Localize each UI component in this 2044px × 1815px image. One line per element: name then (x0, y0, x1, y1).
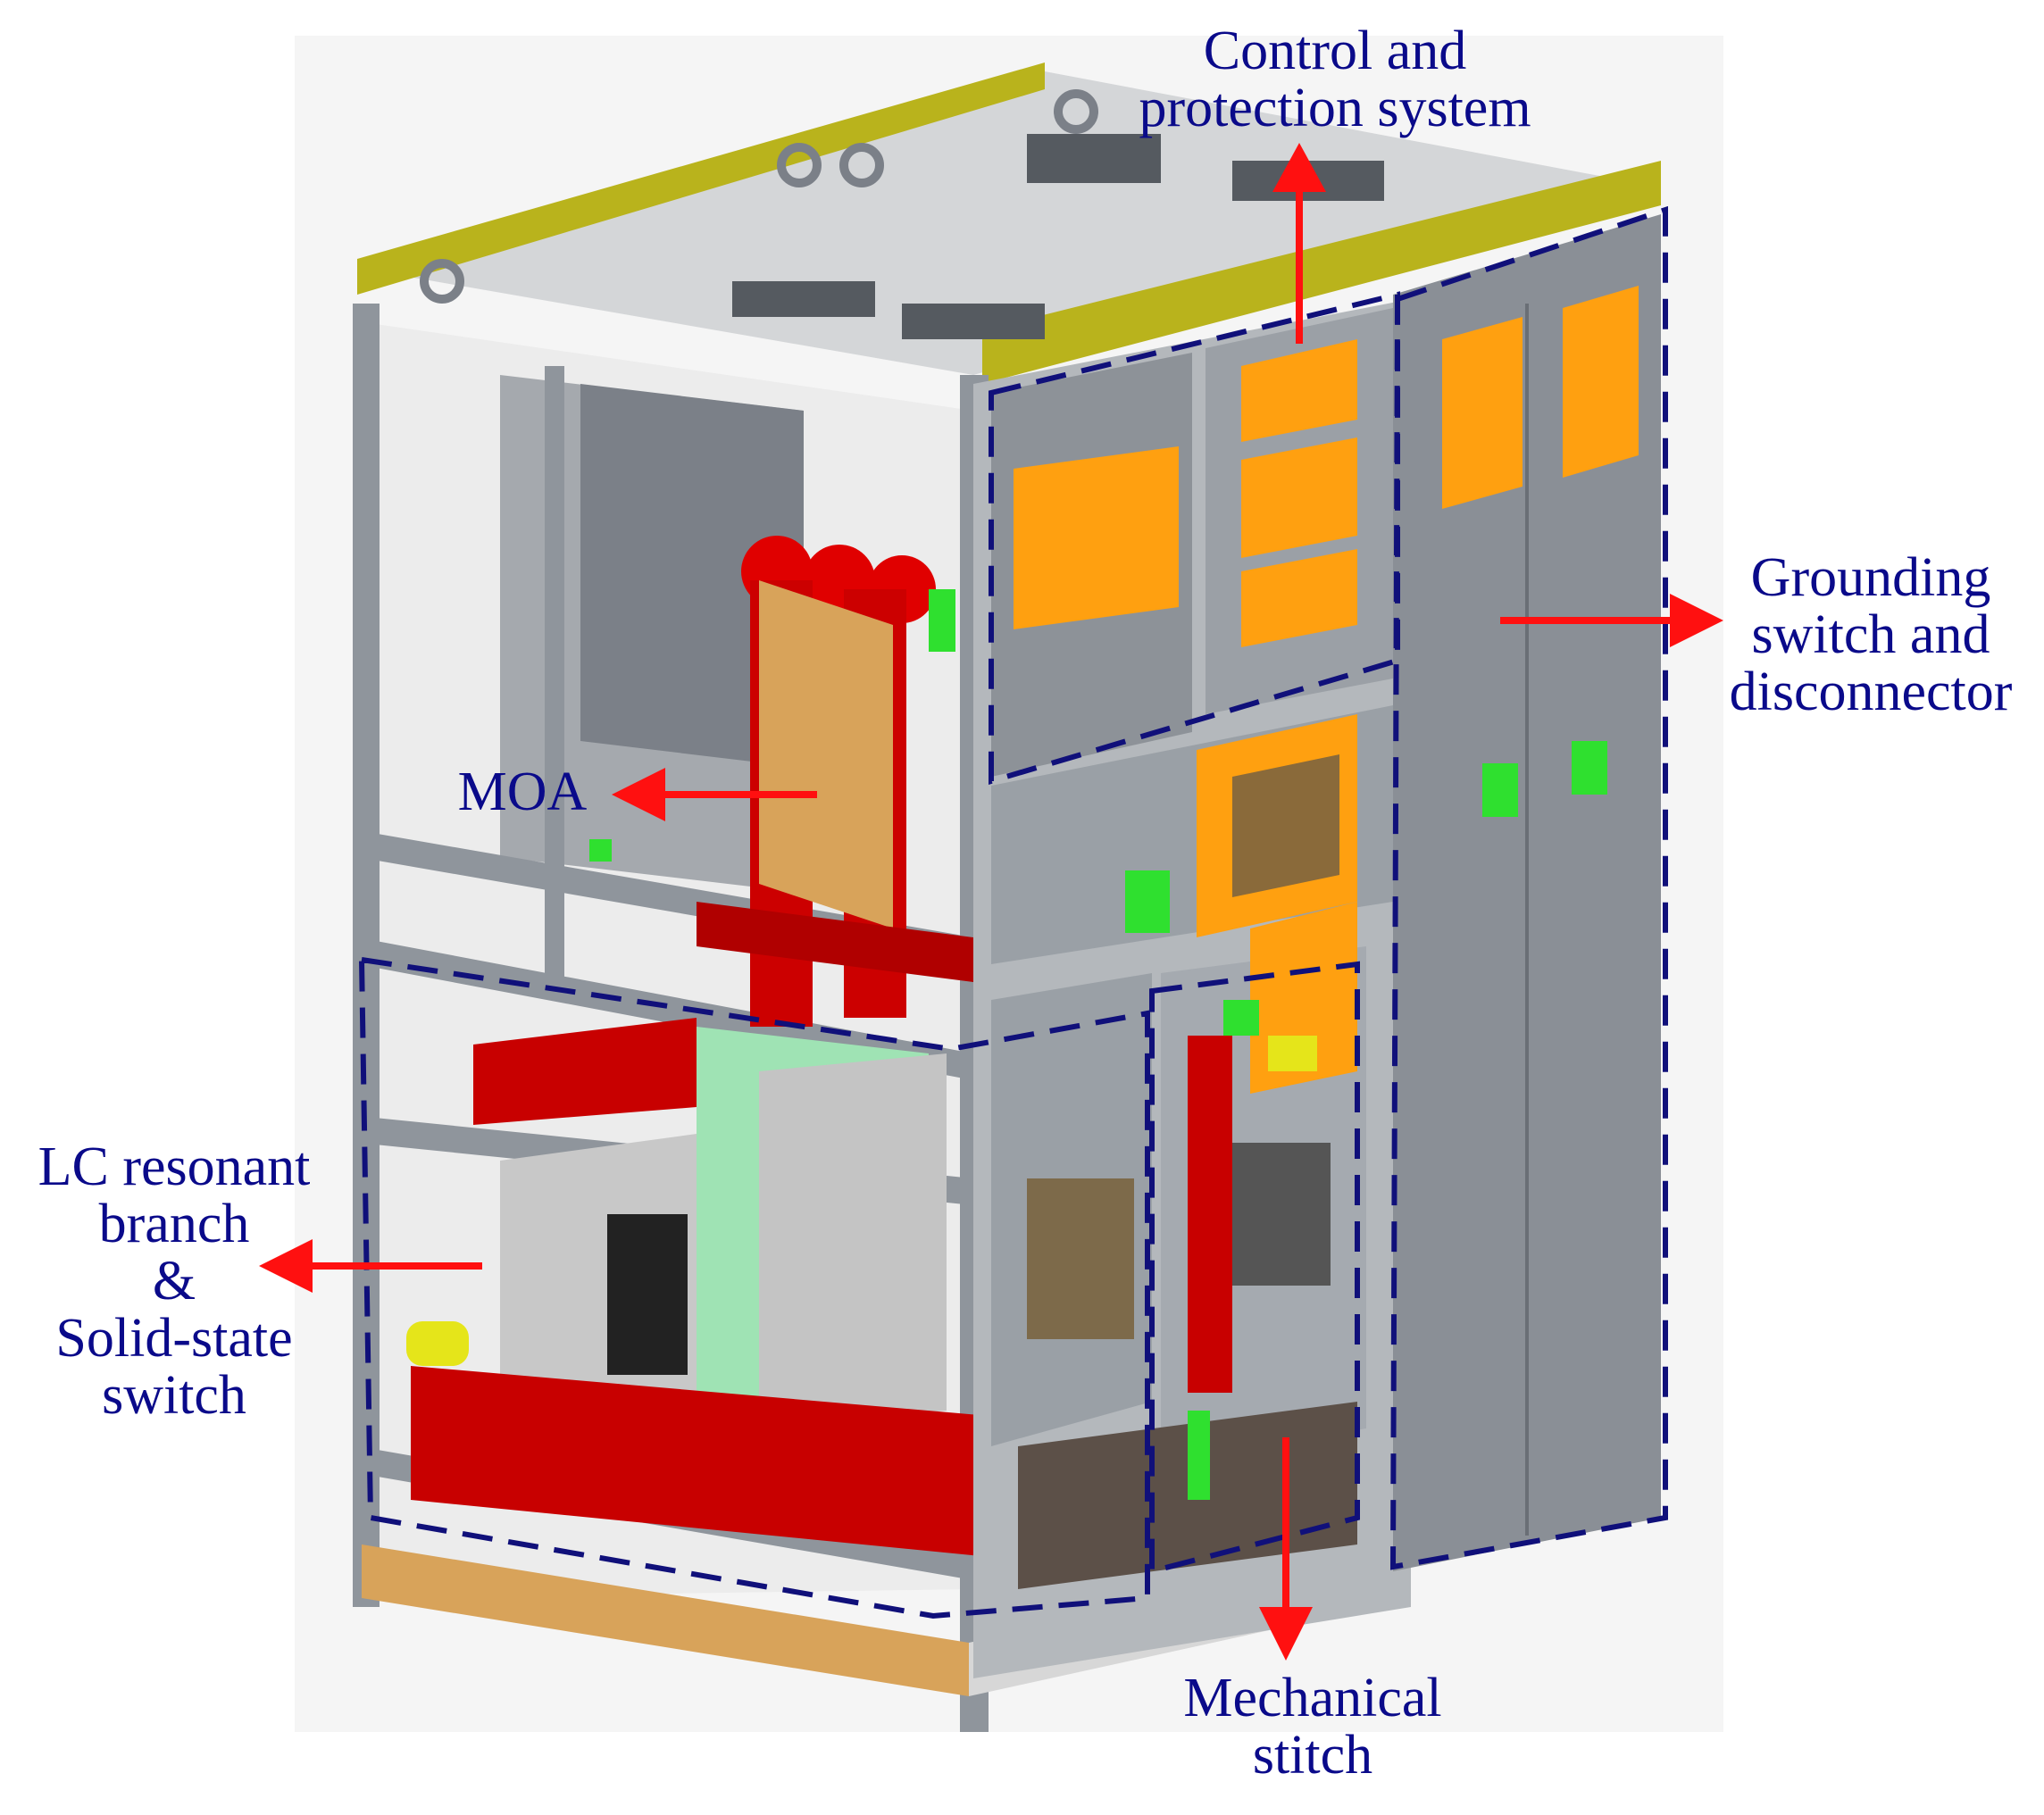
indicator-green (1482, 763, 1518, 817)
label-line: Control and (1203, 21, 1467, 81)
grounding-vent (1563, 286, 1639, 478)
label-control-protection: Control and protection system (1103, 22, 1567, 137)
red-busbar-bottom (411, 1366, 1134, 1571)
busbar (697, 902, 973, 982)
indicator-green (1223, 1000, 1259, 1036)
red-rod (1188, 1036, 1232, 1393)
arrow-control (1272, 143, 1326, 344)
dashed-box-mechanical (1149, 961, 1360, 1575)
base-plinth (362, 1544, 969, 1696)
label-line: disconnector (1729, 662, 2013, 722)
label-line: switch and (1751, 604, 1990, 665)
control-window (1241, 339, 1357, 442)
roof-vent (902, 304, 1045, 339)
label-line: protection system (1139, 78, 1531, 138)
lower-window (1027, 1178, 1134, 1339)
yellow-cylinder (406, 1321, 469, 1366)
capacitor-label-plate (607, 1214, 688, 1375)
control-window (1241, 437, 1357, 558)
arrow-grounding (1500, 594, 1723, 647)
lifting-eye (420, 259, 464, 304)
label-grounding-disconnector: Grounding switch and disconnector (1701, 549, 2040, 720)
label-line: LC resonant (38, 1136, 311, 1197)
roof-strip-left (357, 62, 1045, 295)
yellow-block (1268, 1036, 1317, 1071)
arrow-mechanical (1259, 1437, 1313, 1661)
frame-post (545, 366, 564, 991)
lifting-eye (839, 143, 884, 187)
control-window (1241, 549, 1357, 647)
roof-strip-right (982, 161, 1661, 384)
label-line: MOA (457, 762, 588, 822)
label-line: Mechanical (1183, 1668, 1442, 1728)
switch-module-box (759, 1053, 947, 1428)
lifting-eye (1054, 89, 1098, 134)
arrow-lc (259, 1239, 482, 1293)
dashed-box-control (989, 291, 1400, 786)
display-window-2 (1232, 1143, 1331, 1286)
label-line: stitch (1252, 1725, 1373, 1786)
label-lc-resonant: LC resonant branch & Solid-state switch (9, 1138, 339, 1424)
moa-plate (759, 580, 893, 928)
roof-vent (732, 281, 875, 317)
label-line: & (152, 1251, 196, 1311)
dashed-box-grounding (1389, 205, 1668, 1570)
indicator-green (1572, 741, 1607, 795)
arrow-moa (612, 768, 817, 821)
indicator-green (589, 839, 612, 862)
indicator-green (1125, 870, 1170, 933)
lifting-eye (777, 143, 822, 187)
roof-panel (357, 71, 1661, 375)
display-window (1232, 754, 1339, 897)
grounding-vent (1442, 317, 1523, 509)
inductor-block (473, 1018, 697, 1125)
label-mechanical-stitch: Mechanical stitch (1143, 1669, 1482, 1784)
label-moa: MOA (438, 763, 607, 820)
indicator-green (929, 589, 955, 652)
label-line: Grounding (1750, 547, 1991, 608)
frame-post (353, 304, 380, 1607)
label-line: branch (98, 1194, 250, 1254)
indicator-green (1188, 1411, 1210, 1500)
interior-dark-panel (580, 384, 804, 768)
vent-grille (1014, 446, 1179, 629)
roof-vent (1027, 134, 1161, 183)
label-line: Solid-state (55, 1308, 293, 1369)
label-line: switch (102, 1365, 246, 1426)
